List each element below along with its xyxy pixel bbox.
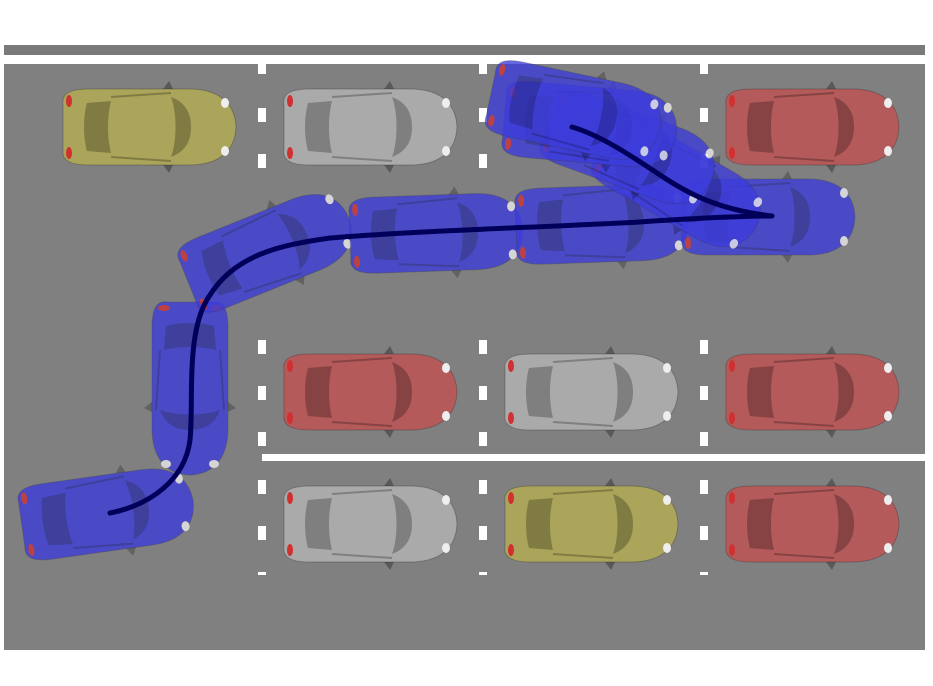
parked-car-red-middle-right [726,346,899,438]
top-boundary-line [4,58,925,64]
parked-car-red-middle-left [284,346,457,438]
parked-car-red-bottom-right [726,478,899,570]
parked-car-gray-top-center [284,81,457,173]
top-strip [4,45,925,55]
parked-car-gray-middle-center [505,346,678,438]
parked-car-yellow-top-left [63,81,236,173]
parked-car-red-top-right [726,81,899,173]
center-divider-line [262,454,925,461]
parked-car-gray-bottom-left [284,478,457,570]
parked-car-yellow-bottom-center [505,478,678,570]
